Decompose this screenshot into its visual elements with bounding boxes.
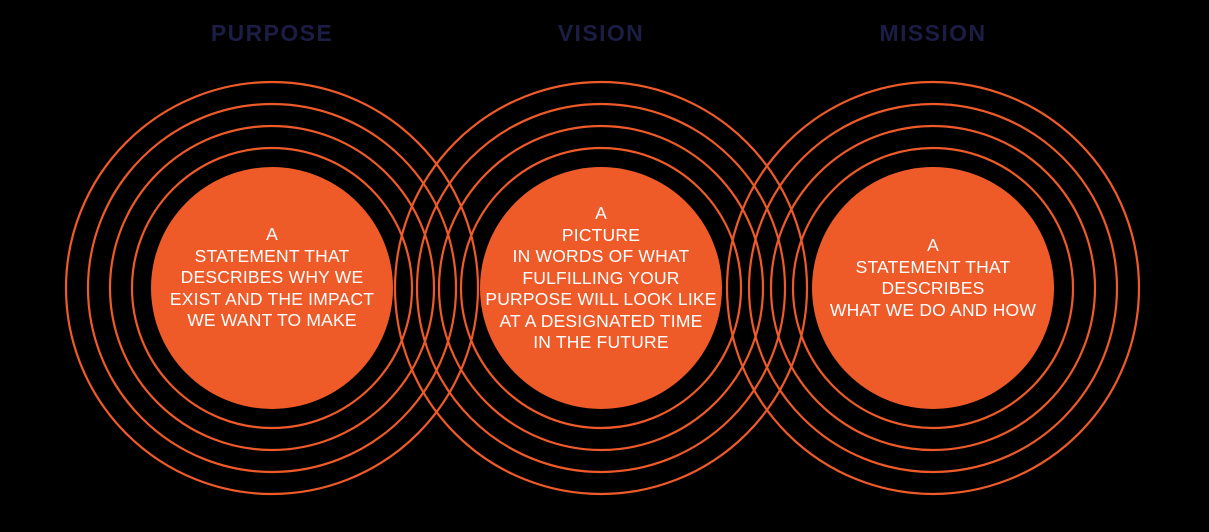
ring-group-purpose bbox=[64, 80, 480, 496]
ring-outer-1-vision bbox=[459, 146, 743, 430]
filled-circle-mission[interactable] bbox=[812, 167, 1054, 409]
ring-outer-3-mission bbox=[747, 102, 1119, 474]
ring-outer-4-mission bbox=[725, 80, 1141, 496]
ring-outer-4-vision bbox=[393, 80, 809, 496]
ring-outer-2-purpose bbox=[108, 124, 436, 452]
ring-group-vision bbox=[393, 80, 809, 496]
ring-outer-1-purpose bbox=[130, 146, 414, 430]
filled-circle-vision[interactable] bbox=[480, 167, 722, 409]
ring-outer-4-purpose bbox=[64, 80, 480, 496]
ring-outer-3-purpose bbox=[86, 102, 458, 474]
ring-outer-1-mission bbox=[791, 146, 1075, 430]
ring-outer-2-vision bbox=[437, 124, 765, 452]
ring-outer-3-vision bbox=[415, 102, 787, 474]
ring-outer-2-mission bbox=[769, 124, 1097, 452]
filled-circle-purpose[interactable] bbox=[151, 167, 393, 409]
ring-group-mission bbox=[725, 80, 1141, 496]
